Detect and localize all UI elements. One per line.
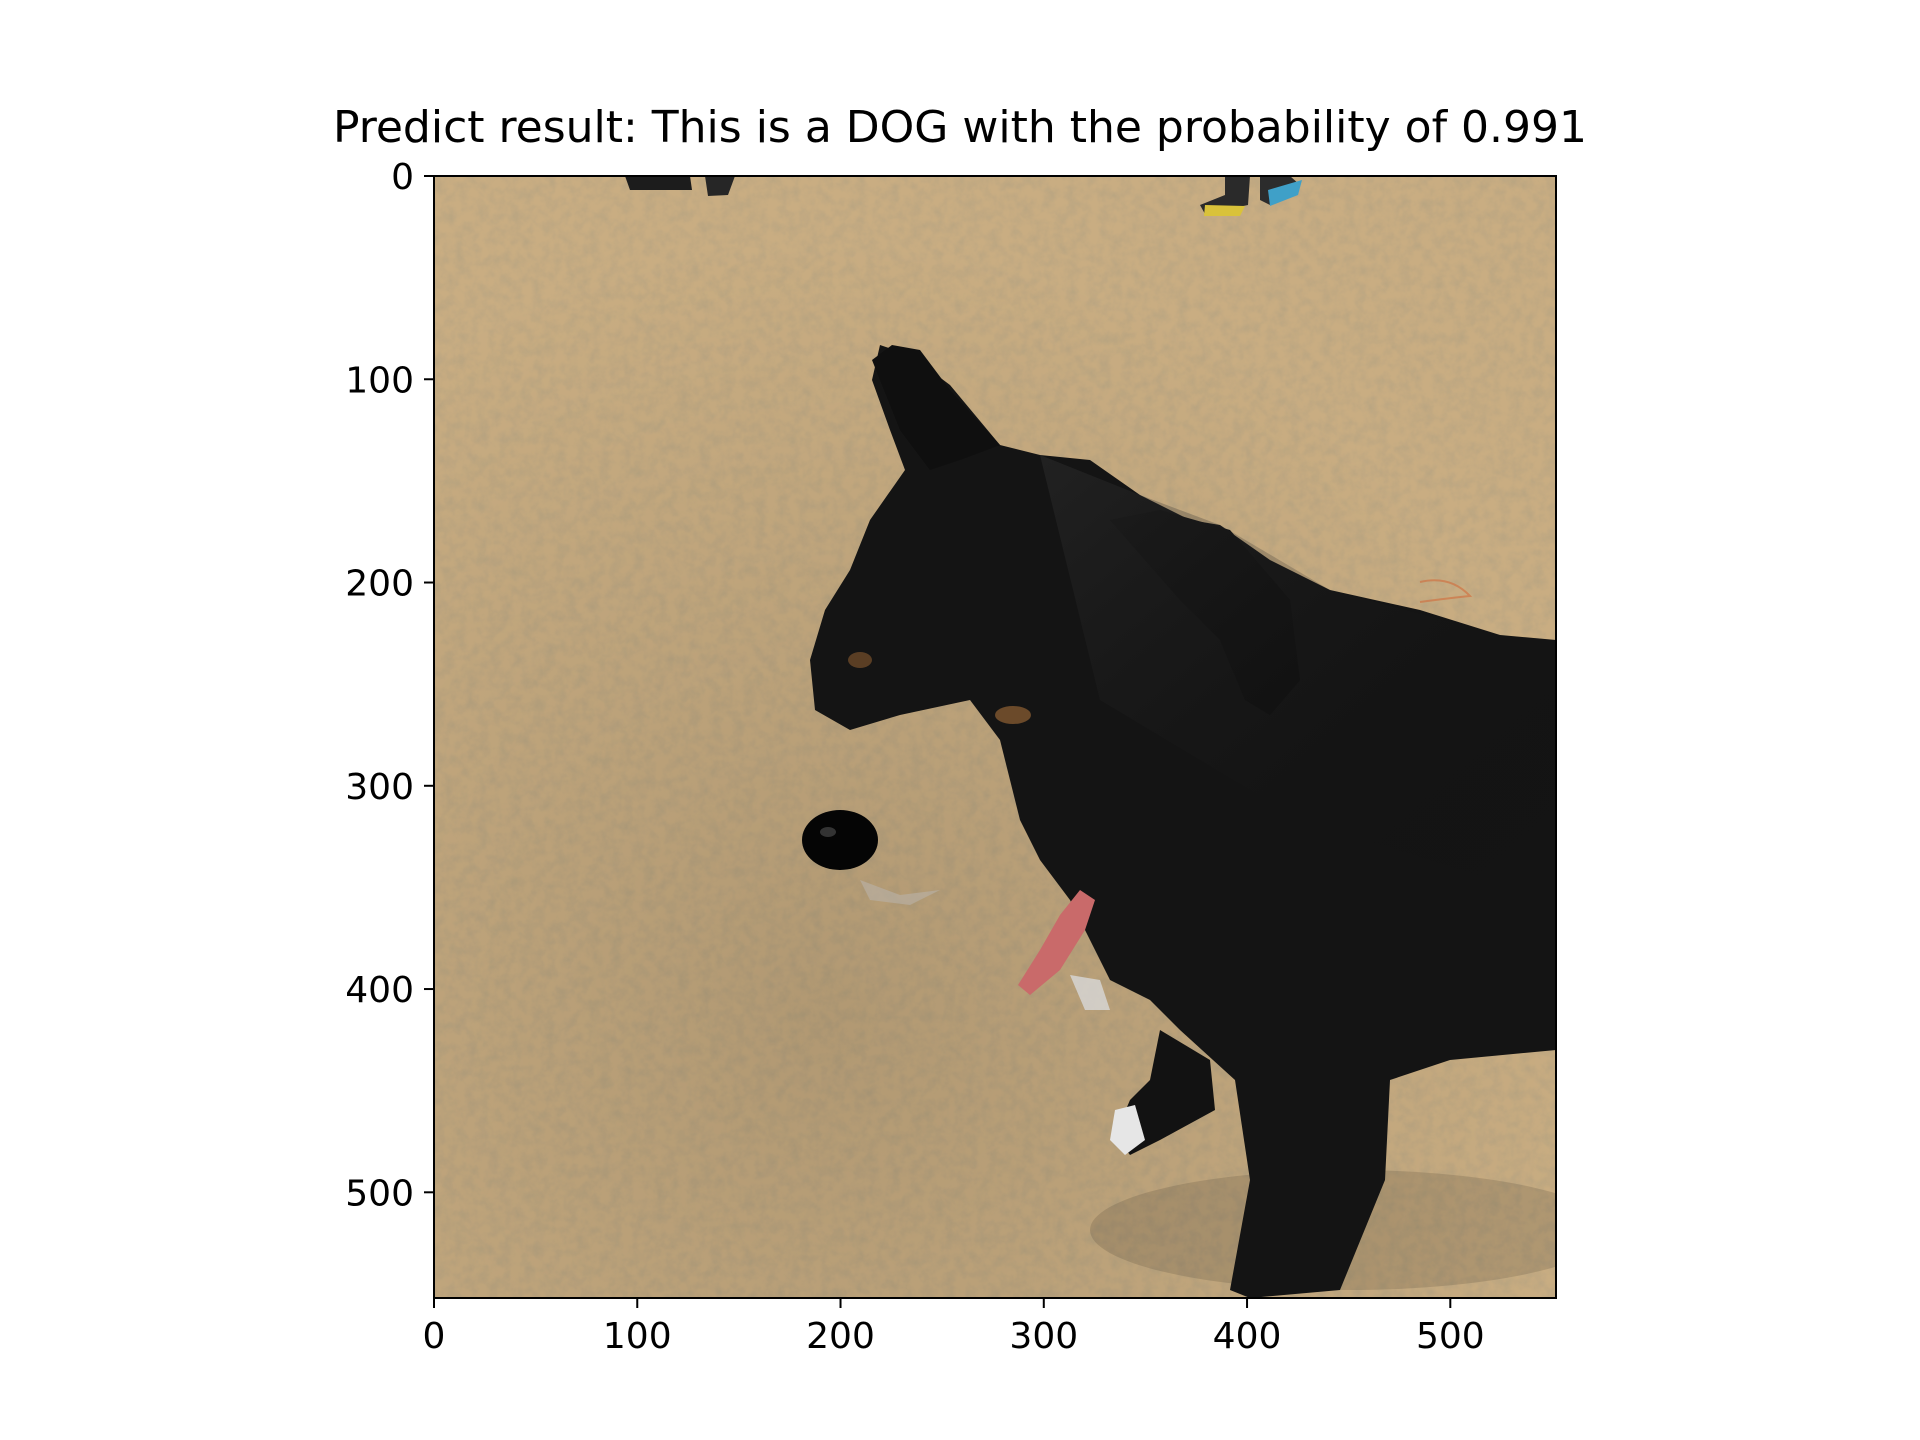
y-axis: 0 100 200 300 400 500 — [345, 157, 434, 1214]
y-tick-label: 400 — [345, 970, 414, 1011]
y-tick-label: 500 — [345, 1173, 414, 1214]
dog-photo — [434, 176, 1556, 1298]
x-tick-label: 300 — [1009, 1316, 1078, 1357]
x-tick-label: 400 — [1213, 1316, 1282, 1357]
x-tick-label: 500 — [1416, 1316, 1485, 1357]
dog-tongue — [1018, 890, 1095, 995]
plot-title: Predict result: This is a DOG with the p… — [332, 102, 1588, 153]
y-tick-label: 100 — [345, 360, 414, 401]
y-tick-label: 0 — [391, 157, 414, 198]
y-tick-label: 300 — [345, 767, 414, 808]
y-tick-label: 200 — [345, 564, 414, 605]
people-feet — [625, 176, 1302, 216]
x-tick-label: 100 — [603, 1316, 672, 1357]
x-tick-label: 0 — [423, 1316, 446, 1357]
dog — [802, 345, 1556, 1298]
x-tick-label: 200 — [806, 1316, 875, 1357]
axes-frame — [433, 175, 1557, 1299]
x-axis: 0 100 200 300 400 500 — [423, 1298, 1485, 1357]
